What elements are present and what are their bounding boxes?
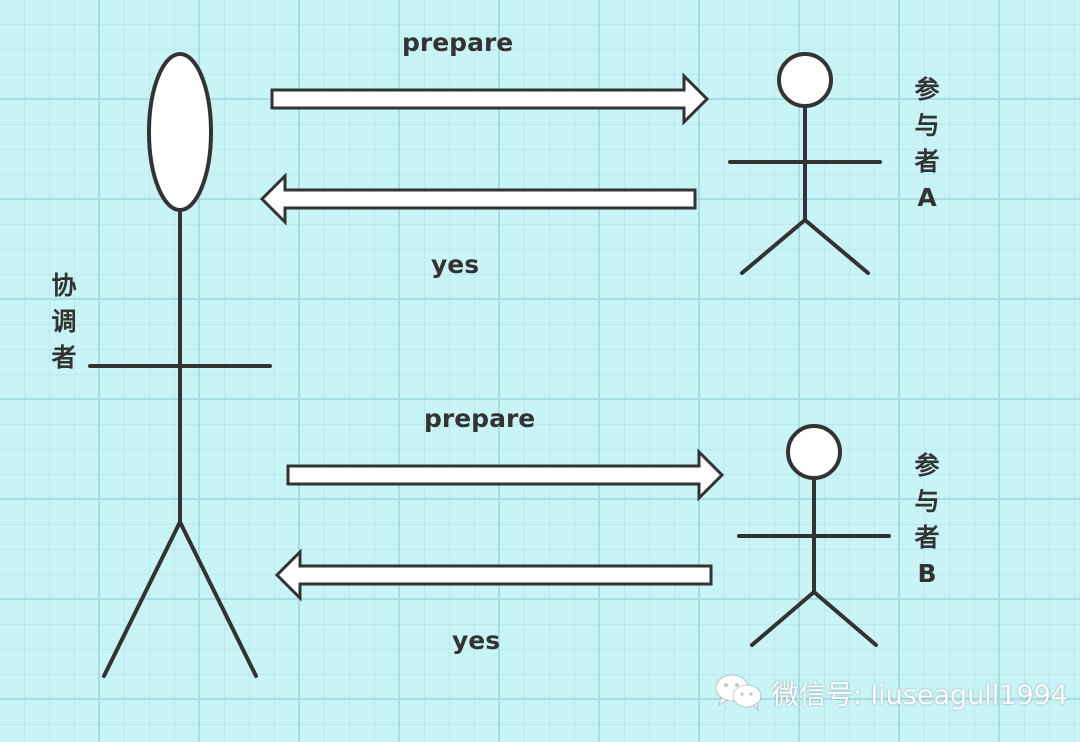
bottom-yes-label: yes [452,626,501,655]
participant-a-label-char: A [917,183,937,212]
participant-a-head [777,52,833,108]
participant-a-label-char: 与 [914,111,940,140]
participant-a-label-char: 参 [914,75,940,104]
bottom-prepare-label: prepare [424,404,536,433]
coordinator-label-char: 调 [51,307,77,336]
participant-a-figure [728,52,882,275]
watermark-text: 微信号: liuseagull1994 [772,679,1068,711]
participant-b-figure [737,424,891,647]
yes-arrow-from-a [259,172,697,226]
participant-a-label: 参 与 者 A [909,72,945,216]
participant-b-head [786,424,842,480]
top-yes-label: yes [431,250,480,279]
coordinator-head [147,52,213,212]
participant-b-label-char: 者 [914,523,940,552]
coordinator-left-leg [102,520,182,678]
coordinator-label-char: 者 [51,343,77,372]
participant-a-left-leg [740,218,807,275]
watermark: 微信号: liuseagull1994 [714,672,1068,712]
wechat-icon [715,674,762,712]
top-prepare-label: prepare [402,28,514,57]
yes-arrow-from-b [274,548,713,602]
coordinator-label-char: 协 [51,271,77,300]
participant-b-left-leg [750,590,816,647]
coordinator-figure [88,52,272,678]
participant-b-right-leg [812,590,878,647]
participant-b-label-char: 与 [914,487,940,516]
coordinator-label: 协 调 者 [46,268,82,376]
participant-b-label-char: B [917,559,937,588]
prepare-arrow-to-a [270,72,710,126]
coordinator-right-leg [178,520,258,678]
participant-b-label-char: 参 [914,451,940,480]
participant-a-label-char: 者 [914,147,940,176]
participant-a-right-leg [803,218,870,275]
prepare-arrow-to-b [286,448,725,502]
participant-b-label: 参 与 者 B [909,448,945,592]
